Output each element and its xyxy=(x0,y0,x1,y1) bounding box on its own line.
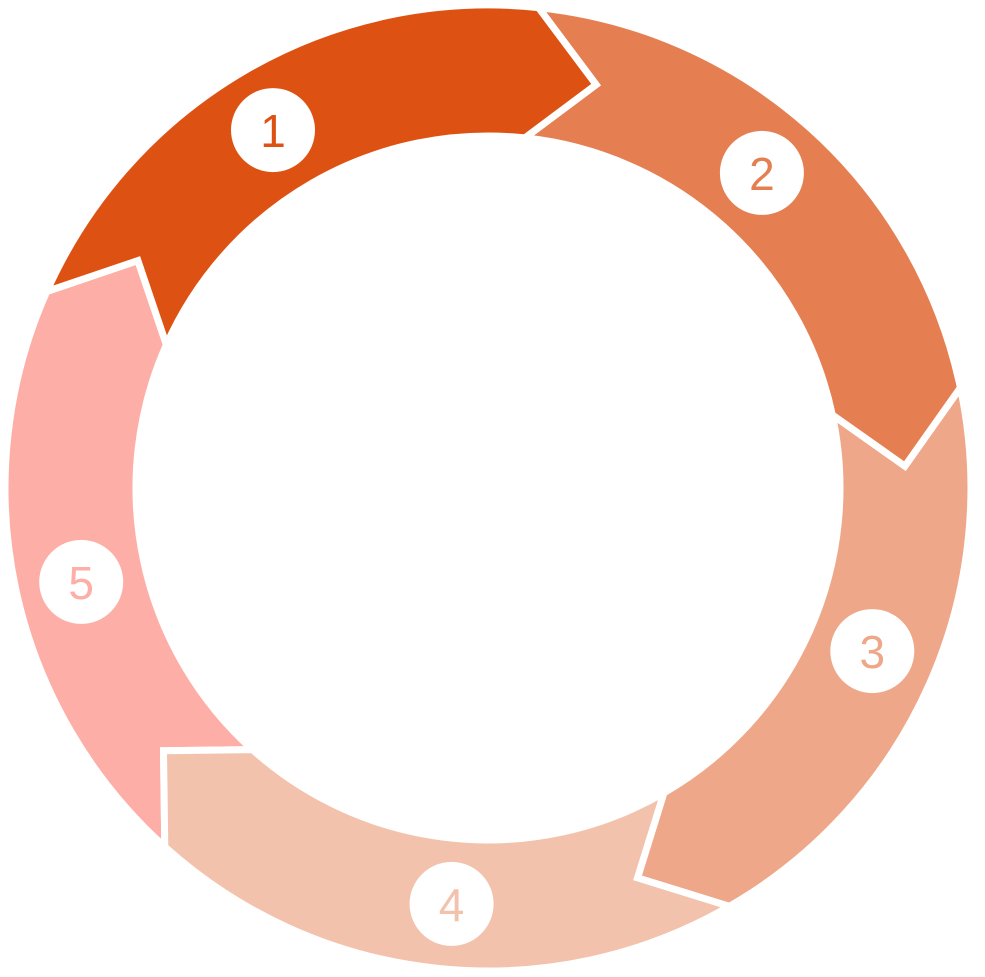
step-badge-3: 3 xyxy=(830,609,915,694)
step-badge-5: 5 xyxy=(39,539,124,624)
step-badge-circle xyxy=(39,539,124,624)
step-number: 5 xyxy=(68,557,94,609)
step-badge-1: 1 xyxy=(231,88,315,173)
step-badge-circle xyxy=(719,130,804,215)
cycle-segment-2 xyxy=(515,3,965,471)
step-badge-2: 2 xyxy=(719,130,804,215)
step-number: 3 xyxy=(860,626,886,678)
step-number: 2 xyxy=(749,148,775,200)
step-badge-circle xyxy=(830,609,915,694)
step-badge-circle xyxy=(409,861,494,946)
step-badges: 1 2 3 4 5 xyxy=(39,88,915,946)
cycle-segment-3 xyxy=(633,379,975,911)
step-number: 1 xyxy=(260,105,286,157)
cycle-segment-1 xyxy=(40,1,601,355)
cycle-segment-4 xyxy=(159,746,739,975)
step-number: 4 xyxy=(439,879,465,931)
step-badge-4: 4 xyxy=(409,861,494,946)
step-badge-circle xyxy=(231,88,315,173)
